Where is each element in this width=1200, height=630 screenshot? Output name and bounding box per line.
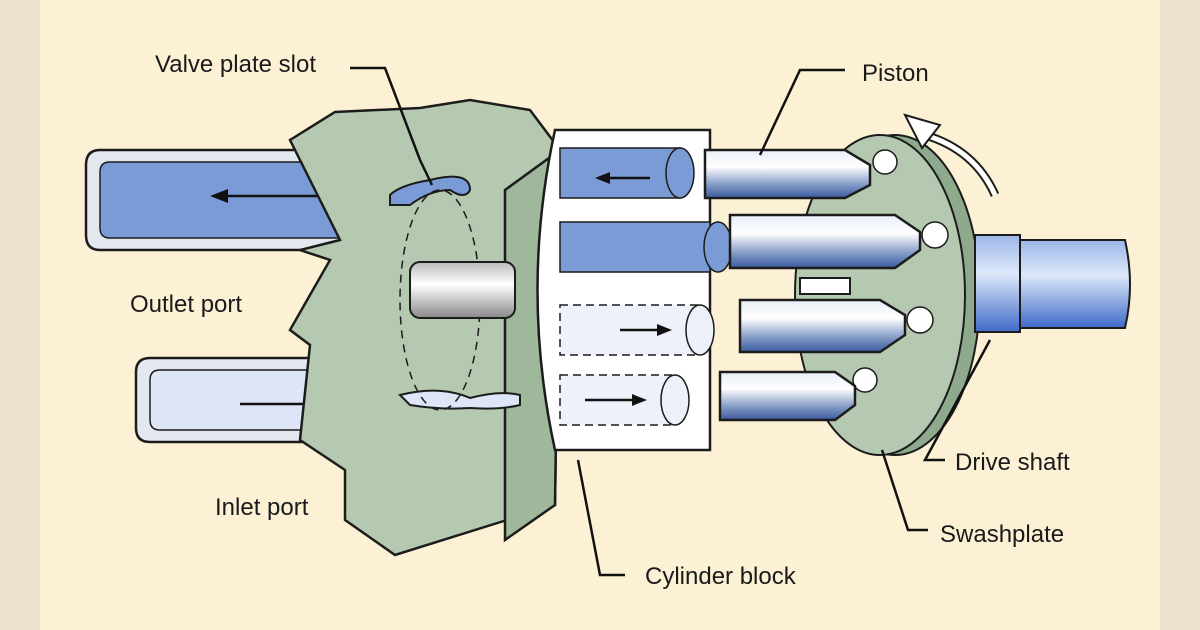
- rotation-arrow-icon: [903, 113, 1000, 197]
- label-outlet-port: Outlet port: [130, 291, 242, 318]
- drive-shaft: [974, 234, 1131, 333]
- leader-lines: [350, 66, 992, 577]
- label-drive-shaft: Drive shaft: [955, 449, 1070, 476]
- label-cylinder-block: Cylinder block: [645, 563, 797, 590]
- pistons: [703, 148, 922, 422]
- cylinder-block: [409, 128, 733, 452]
- label-inlet-port: Inlet port: [215, 494, 309, 521]
- label-valve-plate-slot: Valve plate slot: [155, 51, 316, 78]
- label-piston: Piston: [862, 60, 929, 87]
- center-pin: [409, 261, 516, 319]
- label-swashplate: Swashplate: [940, 521, 1064, 548]
